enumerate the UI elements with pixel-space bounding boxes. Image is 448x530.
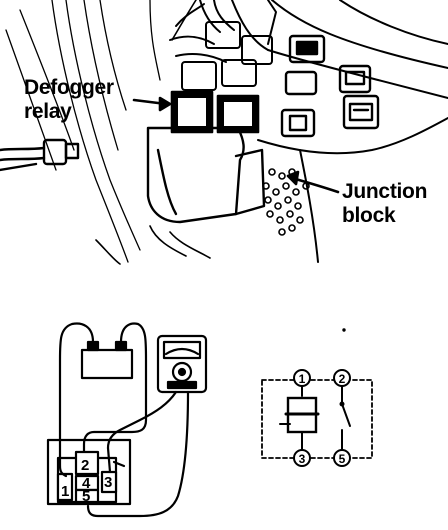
wiring-bundle	[169, 0, 273, 91]
schematic-terminals: 1 2 3 5	[293, 369, 351, 467]
relay-pin-1: 1	[61, 483, 69, 500]
svg-text:5: 5	[339, 452, 346, 466]
defogger-relay-label-line2: relay	[24, 100, 72, 123]
terminal-5: 5	[333, 449, 351, 467]
steering-column-lines	[5, 0, 161, 263]
junction-block-label-line2: block	[342, 204, 396, 227]
dashboard-illustration	[0, 0, 448, 265]
junction-block-label-line1: Junction	[342, 180, 428, 203]
meter-leads	[86, 390, 190, 518]
terminal-3: 3	[293, 449, 311, 467]
relay-pin-5: 5	[82, 488, 90, 505]
junction-block-body	[146, 126, 266, 224]
relay-block	[46, 438, 132, 506]
test-circuit	[46, 322, 208, 518]
terminal-1: 1	[293, 369, 311, 387]
side-plug	[0, 138, 80, 172]
battery	[80, 340, 134, 380]
svg-text:3: 3	[299, 452, 306, 466]
underdash-wires	[95, 0, 211, 265]
svg-text:1: 1	[299, 372, 306, 386]
vent-dots	[262, 168, 310, 236]
relay-schematic	[261, 328, 373, 459]
relay-block-wires	[58, 446, 126, 478]
terminal-2: 2	[333, 369, 351, 387]
dash-panel	[231, 0, 448, 155]
junction-leader-arrow	[286, 170, 340, 194]
relay-pin-3: 3	[104, 474, 112, 491]
svg-text:2: 2	[339, 372, 346, 386]
relay-pin-4: 4	[82, 475, 91, 492]
defogger-relay-label-line1: Defogger	[24, 76, 114, 99]
battery-wires	[58, 322, 148, 468]
defogger-relay-pair	[170, 90, 260, 134]
trim-edge	[299, 149, 319, 263]
relay-leader-arrow	[132, 96, 172, 112]
relay-pin-2: 2	[81, 457, 89, 474]
relay-switch	[341, 403, 351, 427]
harness-connectors	[280, 34, 380, 138]
ohmmeter	[156, 334, 208, 394]
relay-block-pins: 1 2 3 4 5	[61, 457, 112, 505]
